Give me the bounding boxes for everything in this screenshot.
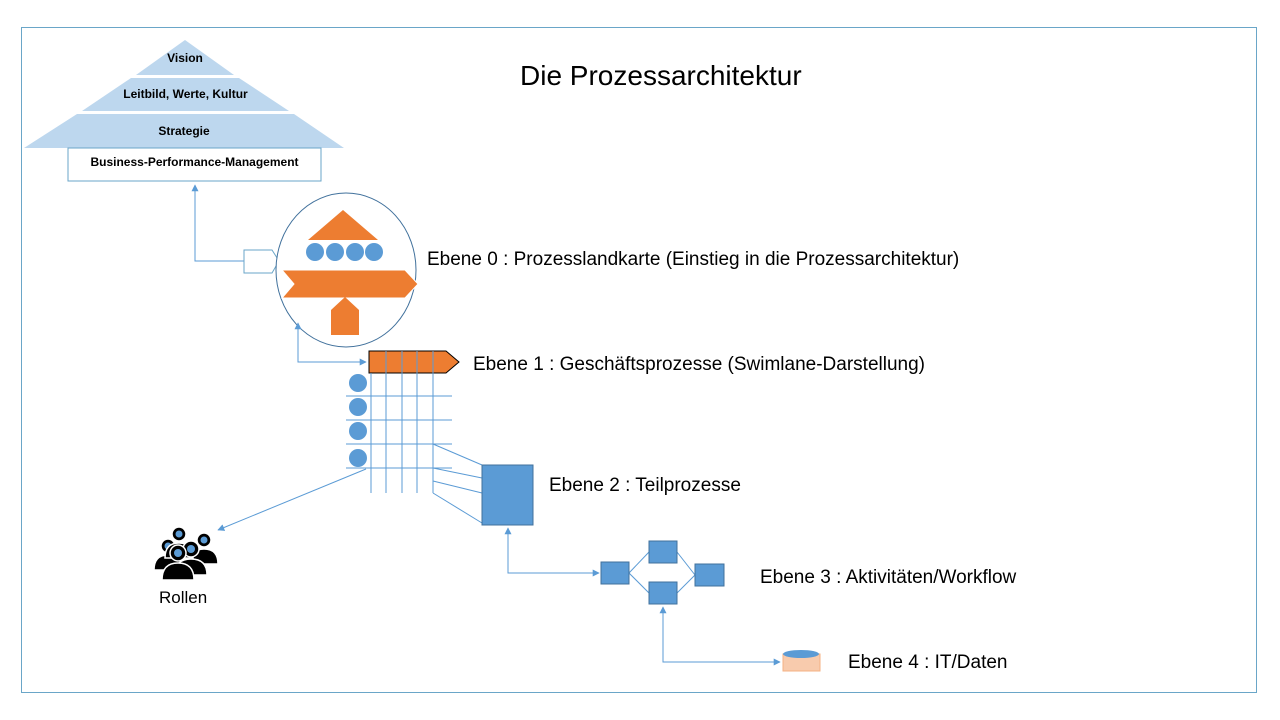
level1-label: Ebene 1 : Geschäftsprozesse (Swimlane-Da…	[473, 354, 925, 375]
swimlane-header-arrow	[368, 350, 460, 374]
pyramid-strategie-label: Strategie	[158, 124, 210, 138]
pyramid-bpm-label: Business-Performance-Management	[90, 155, 299, 169]
strategy-pyramid	[24, 40, 344, 182]
connector-swimlane-roles	[217, 468, 367, 531]
level0-connector-tab	[243, 249, 280, 274]
map-circle-4	[365, 243, 383, 261]
person-front-left	[161, 544, 195, 581]
pyramid-leitbild-label: Leitbild, Werte, Kultur	[123, 87, 248, 101]
pyramid-strategie-tier	[24, 114, 344, 148]
level2-label: Ebene 2 : Teilprozesse	[549, 475, 741, 496]
swimlane-diagram	[346, 350, 460, 493]
connector-level0-level1	[294, 322, 367, 366]
map-circle-1	[306, 243, 324, 261]
connector-level3-level4	[659, 606, 781, 666]
map-circle-3	[346, 243, 364, 261]
swimlane-role-3	[349, 422, 367, 440]
core-process-arrow	[280, 269, 419, 299]
level3-label: Ebene 3 : Aktivitäten/Workflow	[760, 567, 1017, 588]
workflow-activity-4	[694, 563, 725, 587]
connector-bpm-level0	[191, 184, 244, 262]
level0-label: Ebene 0 : Prozesslandkarte (Einstieg in …	[427, 249, 960, 270]
pyramid-vision-tier	[136, 40, 234, 75]
bpm-box	[67, 147, 322, 182]
diagram-title: Die Prozessarchitektur	[520, 60, 802, 91]
swimlane-role-4	[349, 449, 367, 467]
management-process-triangle	[308, 210, 378, 240]
connector-level2-level3	[504, 527, 600, 577]
database-icon	[782, 650, 821, 672]
swimlane-role-1	[349, 374, 367, 392]
level2-zoom-lines	[432, 443, 483, 524]
map-circle-2	[326, 243, 344, 261]
swimlane-role-2	[349, 398, 367, 416]
workflow-activity-1	[600, 561, 630, 585]
level4-label: Ebene 4 : IT/Daten	[848, 652, 1008, 673]
workflow-diagram	[600, 540, 725, 605]
roles-label: Rollen	[159, 588, 208, 607]
process-map-icon	[275, 192, 419, 348]
subprocess-box	[481, 464, 534, 526]
diagram-frame	[21, 27, 1257, 693]
people-icon	[153, 526, 219, 581]
pyramid-leitbild-tier	[82, 78, 289, 111]
pyramid-vision-label: Vision	[167, 51, 203, 65]
workflow-activity-3	[648, 581, 678, 605]
workflow-activity-2	[648, 540, 678, 564]
